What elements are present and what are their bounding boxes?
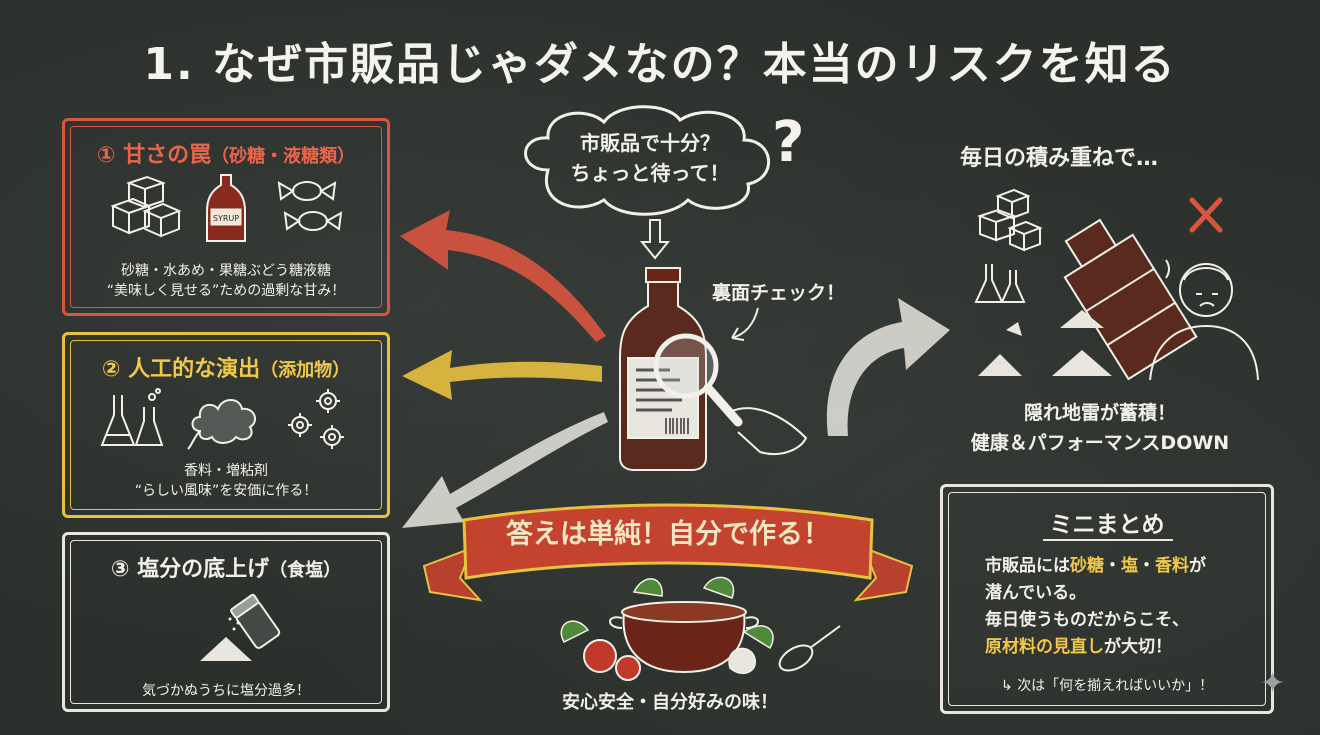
salt-heading: ③ 塩分の底上げ（食塩） <box>110 557 342 582</box>
summary-underline <box>1043 539 1173 541</box>
bottom-caption: 安心安全・自分好みの味！ <box>562 692 778 713</box>
right-caption-line2: 健康＆パフォーマンスDOWN <box>970 432 1230 454</box>
additives-line1: 香料・増粘剤 <box>184 463 268 479</box>
summary-line1: 市販品には砂糖・塩・香料が <box>985 556 1206 576</box>
sparkle-icon: ✦ <box>1260 666 1286 701</box>
check-label: 裏面チェック！ <box>712 282 846 304</box>
banner-text: 答えは単純！自分で作る！ <box>506 519 830 550</box>
check-arrow-icon <box>731 307 759 341</box>
right-heading: 毎日の積み重ねで… <box>960 146 1159 171</box>
summary-body: 市販品には砂糖・塩・香料が 潜んでいる。 毎日使うものだからこそ、 原材料の見直… <box>985 553 1265 661</box>
thought-cloud <box>524 105 770 216</box>
accumulation-illustration <box>974 188 1259 381</box>
salt-shaker-icon <box>200 593 281 661</box>
summary-line4: 原材料の見直しが大切！ <box>985 637 1172 657</box>
ribbon-banner <box>422 503 914 602</box>
additives-heading: ② 人工的な演出（添加物） <box>101 357 351 382</box>
question-mark: ? <box>772 110 805 175</box>
yellow-arrow-icon <box>402 350 602 400</box>
cloud-text: 市販品で十分？ ちょっと待って！ <box>540 128 760 188</box>
salt-box: ③ 塩分の底上げ（食塩） 気づかぬうちに塩分過多！ <box>62 532 390 712</box>
flask-icon <box>100 388 164 446</box>
additives-box: ② 人工的な演出（添加物） 香料・増粘剤 “らしい風味”を安価に作る！ <box>62 332 390 518</box>
right-caption-line1: 隠れ地雷が蓄積！ <box>1023 402 1176 424</box>
right-curved-arrow-icon <box>826 298 950 436</box>
candy-icon <box>277 181 343 231</box>
page-title: 1. なぜ市販品じゃダメなの？本当のリスクを知る <box>143 39 1177 90</box>
additives-line2: “らしい風味”を安価に作る！ <box>134 483 318 499</box>
syrup-bottle-icon: SYRUP <box>206 174 246 242</box>
salt-line1: 気づかぬうちに塩分過多！ <box>142 683 310 699</box>
svg-text:SYRUP: SYRUP <box>213 214 239 223</box>
summary-title: ミニまとめ <box>1049 512 1165 538</box>
sugar-cubes-icon <box>110 175 182 238</box>
white-arrow-icon <box>402 412 608 528</box>
summary-line3: 毎日使うものだからこそ、 <box>985 610 1189 630</box>
sweetness-line2: “美味しく見せる”ための過剰な甘み！ <box>106 283 346 299</box>
cloud-line1: 市販品で十分？ <box>580 131 720 155</box>
sweetness-trap-heading: ① 甘さの罠（砂糖・液糖類） <box>96 143 356 168</box>
smoke-cloud-icon <box>187 399 257 450</box>
gears-icon <box>288 389 344 449</box>
down-arrow-icon <box>640 219 670 260</box>
red-arrow-icon <box>400 210 606 342</box>
summary-line2: 潜んでいる。 <box>985 583 1087 603</box>
cloud-line2: ちょっと待って！ <box>570 161 730 185</box>
sweetness-line1: 砂糖・水あめ・果糖ぶどう糖液糖 <box>121 263 331 279</box>
sauce-bottle-icon <box>619 267 808 471</box>
cooking-pot-icon <box>560 576 841 681</box>
return-arrow-icon: ↳ <box>1001 678 1013 694</box>
sweetness-trap-box: ① 甘さの罠（砂糖・液糖類） SYRUP 砂糖・水あめ・果糖ぶどう糖液糖 “美味… <box>62 118 390 316</box>
summary-box: ミニまとめ 市販品には砂糖・塩・香料が 潜んでいる。 毎日使うものだからこそ、 … <box>940 484 1274 714</box>
right-caption: 隠れ地雷が蓄積！ 健康＆パフォーマンスDOWN <box>940 398 1260 458</box>
summary-next: ↳ 次は「何を揃えればいいか」！ <box>1001 678 1214 694</box>
